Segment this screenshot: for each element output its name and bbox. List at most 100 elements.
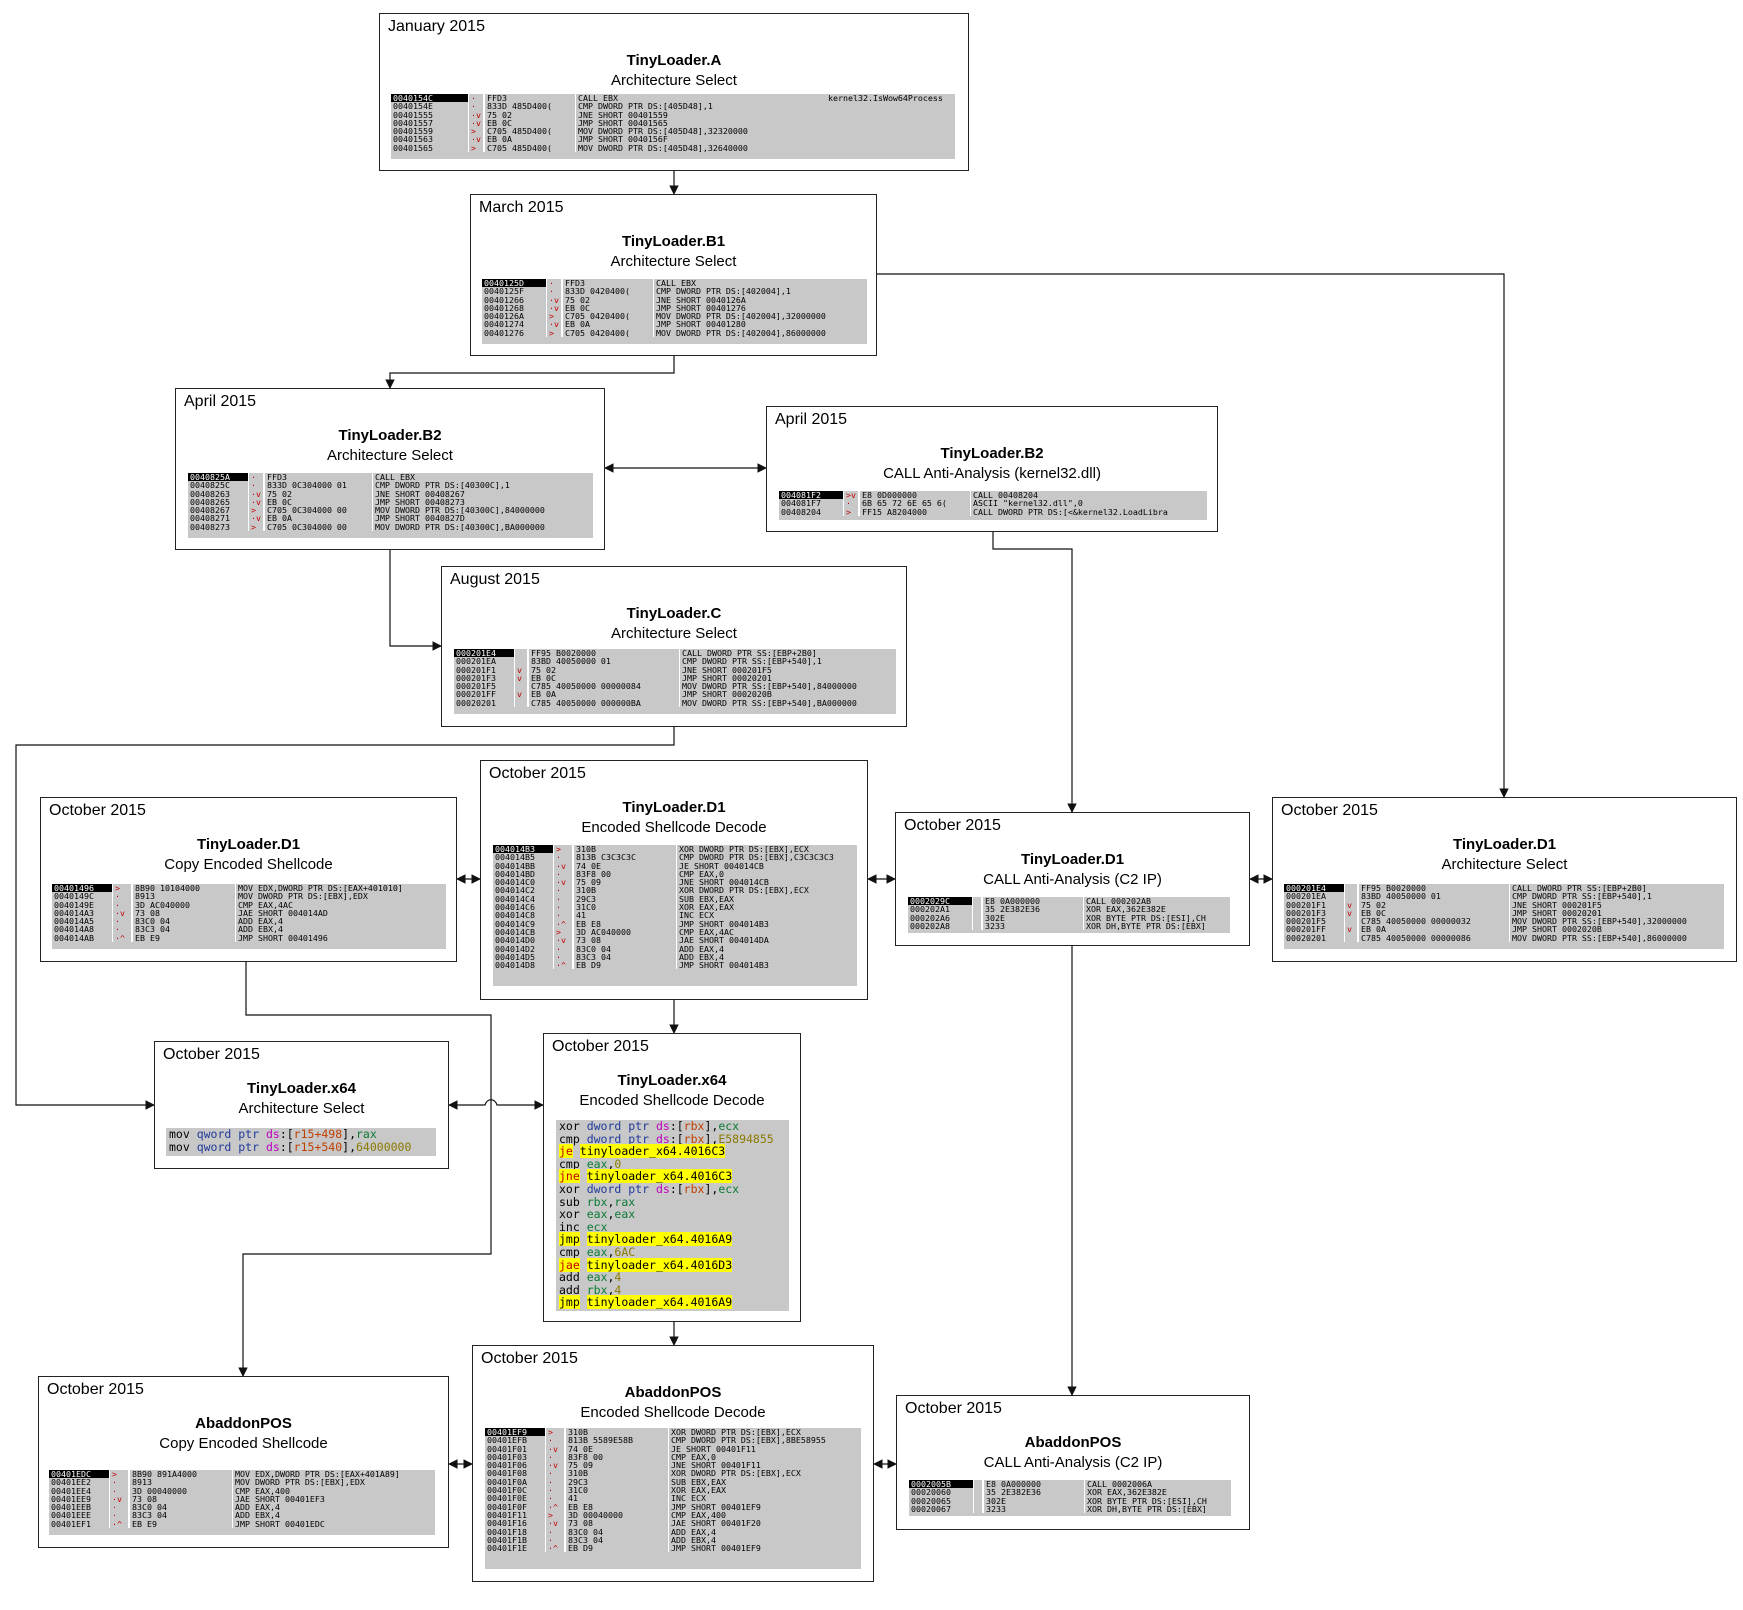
code-instruction: MOV DWORD PTR DS:[405D48],32640000 [578, 143, 748, 153]
code-instruction: MOV DWORD PTR DS:[40300C],BA000000 [375, 522, 545, 532]
code-address: 0040825C [190, 481, 230, 490]
code-marker: ·v [553, 936, 573, 945]
code-instruction: CMP DWORD PTR DS:[EBX],8BE58955 [671, 1436, 826, 1445]
code-marker [972, 913, 982, 922]
code-address: 0040125F [484, 287, 524, 296]
code-instruction: JMP SHORT 00401565 [578, 118, 668, 128]
node-aug-tinyloader-c: August 2015 TinyLoader.C Architecture Se… [441, 566, 907, 727]
asm-token: ], [342, 1139, 356, 1154]
asm-token: :[ [669, 1120, 684, 1133]
code-marker: · [553, 894, 573, 904]
asm-token: ], [342, 1128, 356, 1141]
code-bytes: 3D AC040000 [573, 927, 677, 937]
asm-token: , [607, 1207, 615, 1222]
code-address: 00401F06 [487, 1461, 527, 1470]
asm-row: xor dword ptr ds:[rbx],ecx [556, 1183, 789, 1196]
node-oct-tinyloader-x64-arch: October 2015 TinyLoader.x64 Architecture… [154, 1041, 449, 1169]
code-instruction: MOV DWORD PTR DS:[402004],86000000 [656, 328, 826, 338]
code-marker: · [553, 886, 573, 895]
code-marker: ·v [248, 514, 264, 523]
code-marker [514, 657, 528, 666]
code-bytes: C785 40050000 00000084 [528, 682, 680, 691]
code-marker [514, 682, 528, 691]
code-marker: ·v [109, 1494, 129, 1504]
code-bytes: 29C3 [565, 1477, 669, 1487]
code-address: 00401563 [393, 135, 433, 144]
code-bytes: C705 485D400( [484, 127, 576, 136]
node-date: October 2015 [47, 1381, 144, 1398]
node-subtitle: Architecture Select [611, 625, 737, 642]
code-marker: · [468, 94, 484, 103]
asm-token: ds [655, 1120, 670, 1133]
asm-token: add [559, 1270, 587, 1285]
code-marker: ·v [468, 118, 484, 128]
code-address: 00401F0C [487, 1486, 527, 1495]
asm-row: add rbx,4 [556, 1282, 789, 1297]
asm-token: qword ptr [196, 1128, 266, 1141]
code-bytes: 75 02 [1358, 900, 1510, 909]
code-bytes: 83C0 04 [573, 944, 677, 953]
code-address: 000201F1 [456, 665, 496, 674]
code-marker [1344, 884, 1358, 893]
node-date: October 2015 [1281, 802, 1378, 819]
code-marker: · [553, 869, 573, 879]
code-address: 00020201 [1286, 933, 1326, 943]
code-bytes: EB 0C [528, 673, 680, 683]
code-bytes: 31C0 [565, 1486, 669, 1495]
code-instruction: MOV DWORD PTR DS:[EBX],EDX [238, 892, 368, 901]
code-address: 000201E4 [1284, 884, 1344, 893]
asm-token: ds [655, 1131, 670, 1146]
code-bytes: 35 2E382E36 [983, 1488, 1085, 1497]
code-marker: · [545, 1535, 565, 1545]
code-address: 00401268 [484, 303, 524, 313]
code-bytes: EB D9 [573, 961, 677, 970]
asm-token: qword ptr [196, 1139, 266, 1154]
code-address: 00401F16 [487, 1519, 527, 1528]
code-instruction: JNE SHORT 004014CB [679, 878, 769, 887]
code-instruction: CMP DWORD PTR DS:[405D48],1 [578, 102, 713, 111]
code-marker: ·^ [109, 1519, 129, 1529]
code-instruction: XOR DWORD PTR DS:[EBX],ECX [671, 1469, 801, 1478]
asm-token: mov [169, 1128, 197, 1141]
code-marker: > [545, 1510, 565, 1520]
code-marker: ·v [553, 878, 573, 887]
asm-token: ds [265, 1139, 280, 1154]
node-oct-tinyloader-d1-copy: October 2015 TinyLoader.D1 Copy Encoded … [40, 797, 457, 962]
code-bytes: C785 40050000 00000086 [1358, 933, 1510, 943]
code-bytes: 73 08 [573, 936, 677, 945]
code-row: 00401565>C705 485D400(MOV DWORD PTR DS:[… [391, 143, 955, 153]
code-bytes: 83F8 00 [565, 1452, 669, 1462]
code-marker: > [468, 143, 484, 153]
code-address: 000201F1 [1286, 900, 1326, 909]
asm-token: rbx [586, 1282, 608, 1297]
code-address: 004014D2 [495, 944, 535, 953]
code-marker [514, 649, 528, 658]
code-address: 00020060 [911, 1488, 951, 1497]
code-bytes: 75 09 [565, 1461, 669, 1470]
asm-token: dword ptr [586, 1181, 656, 1196]
node-subtitle: Architecture Select [327, 447, 453, 464]
code-address: 00401F0F [487, 1502, 527, 1511]
node-title: AbaddonPOS [195, 1415, 292, 1432]
code-bytes: EB 0A [1358, 925, 1510, 934]
code-bytes: 3233 [983, 1504, 1085, 1514]
code-bytes: 83F8 00 [573, 869, 677, 879]
code-marker [1344, 892, 1358, 901]
code-comment: kernel32.IsWow64Process [828, 94, 943, 103]
code-address: 000202A1 [910, 905, 950, 914]
